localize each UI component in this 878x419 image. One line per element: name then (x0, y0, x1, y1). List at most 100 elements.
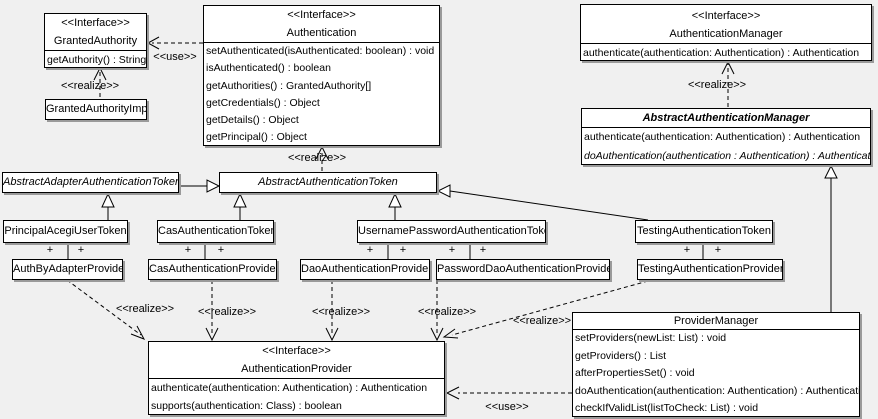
realize-label: <<realize>> (417, 306, 477, 318)
class-name: AbstractAuthenticationManager (642, 112, 810, 124)
class-header: AbstractAuthenticationManager (582, 109, 870, 128)
class-name: UsernamePasswordAuthenticationToken (358, 225, 545, 237)
methods-compartment: authenticate(authentication: Authenticat… (149, 379, 444, 415)
class-authentication-manager[interactable]: <<Interface>> AuthenticationManager auth… (580, 4, 872, 61)
method-item: doAuthentication(authentication: Authent… (575, 384, 859, 397)
method-item: getAuthorities() : GrantedAuthority[] (206, 79, 372, 92)
realize-testing-provider (451, 280, 649, 336)
class-name: PrincipalAcegiUserToken (4, 225, 127, 237)
class-header: <<Interface>> AuthenticationProvider (149, 342, 444, 379)
class-authentication-provider[interactable]: <<Interface>> AuthenticationProvider aut… (148, 341, 445, 415)
class-name: Authentication (286, 27, 357, 39)
class-password-dao-authentication-provider[interactable]: PasswordDaoAuthenticationProvider (436, 259, 610, 280)
class-name: PasswordDaoAuthenticationProvider (437, 263, 609, 275)
method-item: getDetails() : Object (206, 114, 299, 127)
method-item: getAuthority() : String (47, 54, 146, 66)
generalization-triangle (824, 164, 838, 179)
class-name: ProviderManager (673, 315, 759, 327)
class-authentication[interactable]: <<Interface>> Authentication setAuthenti… (203, 5, 440, 146)
realize-arrowhead (721, 60, 735, 75)
class-header: <<Interface>> GrantedAuthority (45, 14, 146, 51)
class-dao-authentication-provider[interactable]: DaoAuthenticationProvider (300, 259, 430, 280)
method-item: getCredentials() : Object (206, 96, 320, 109)
realize-arrowhead (315, 145, 329, 160)
class-granted-authority-impl[interactable]: GrantedAuthorityImpl (45, 99, 147, 120)
generalization-triangle (206, 179, 221, 193)
class-testing-authentication-token[interactable]: TestingAuthenticationToken (635, 220, 773, 243)
association-plus-marker: + (479, 244, 487, 256)
class-header: <<Interface>> AuthenticationManager (581, 5, 871, 44)
class-name: CasAuthenticationToken (158, 225, 273, 237)
stereotype-label: <<Interface>> (691, 10, 761, 22)
method-item: authenticate(authentication: Authenticat… (583, 47, 860, 59)
realize-arrowhead (130, 325, 146, 340)
class-name: GrantedAuthorityImpl (46, 103, 146, 115)
use-arrowhead (445, 386, 460, 400)
association-plus-marker: + (683, 244, 691, 256)
method-item: getPrincipal() : Object (206, 131, 307, 144)
realize-label: <<realize>> (512, 315, 572, 327)
class-name: AbstractAuthenticationToken (258, 176, 398, 188)
class-name: AbstractAdapterAuthenticationToken (3, 176, 178, 188)
class-auth-by-adapter-provider[interactable]: AuthByAdapterProvider (12, 259, 123, 280)
method-item: authenticate(authentication: Authenticat… (584, 131, 861, 143)
class-header: <<Interface>> Authentication (204, 6, 439, 43)
realize-arrowhead (205, 327, 219, 342)
use-arrowhead (146, 36, 160, 50)
realize-label: <<realize>> (60, 80, 120, 92)
class-granted-authority[interactable]: <<Interface>> GrantedAuthority getAuthor… (44, 13, 147, 68)
class-name: TestingAuthenticationProvider (638, 263, 782, 275)
method-item: isAuthenticated() : boolean (206, 62, 331, 75)
generalization-testing-token (449, 190, 649, 221)
generalization-triangle (388, 192, 402, 208)
generalization-triangle (101, 192, 115, 208)
class-abstract-authentication-token[interactable]: AbstractAuthenticationToken (219, 172, 437, 193)
class-testing-authentication-provider[interactable]: TestingAuthenticationProvider (637, 259, 783, 280)
method-item: afterPropertiesSet() : void (575, 367, 695, 380)
method-item: authenticate(authentication: Authenticat… (151, 382, 428, 394)
class-name: DaoAuthenticationProvider (301, 263, 429, 275)
association-plus-marker: + (46, 244, 54, 256)
realize-arrowhead (93, 66, 107, 81)
class-name: AuthenticationProvider (241, 363, 352, 375)
generalization-triangle (233, 192, 247, 208)
association-plus-marker: + (217, 244, 225, 256)
methods-compartment: setProviders(newList: List) : void getPr… (573, 330, 859, 418)
association-plus-marker: + (366, 244, 374, 256)
class-name: AuthenticationManager (669, 28, 783, 40)
class-cas-authentication-token[interactable]: CasAuthenticationToken (157, 220, 274, 243)
realize-arrowhead (325, 327, 339, 342)
class-provider-manager[interactable]: ProviderManager setProviders(newList: Li… (572, 312, 860, 417)
association-plus-marker: + (714, 244, 722, 256)
realize-label: <<realize>> (197, 306, 257, 318)
method-item: setAuthenticated(isAuthenticated: boolea… (206, 45, 435, 57)
realize-label: <<realize>> (687, 79, 747, 91)
method-item: checkIfValidList(listToCheck: List) : vo… (575, 402, 759, 415)
class-principal-acegi-user-token[interactable]: PrincipalAcegiUserToken (3, 220, 128, 243)
class-abstract-adapter-authentication-token[interactable]: AbstractAdapterAuthenticationToken (2, 172, 179, 193)
realize-label: <<realize>> (287, 152, 347, 164)
method-item: supports(authentication: Class) : boolea… (151, 400, 342, 412)
generalization-triangle (436, 184, 451, 198)
stereotype-label: <<Interface>> (61, 17, 130, 29)
method-item: getProviders() : List (575, 349, 667, 362)
methods-compartment: setAuthenticated(isAuthenticated: boolea… (204, 43, 439, 147)
class-username-password-authentication-token[interactable]: UsernamePasswordAuthenticationToken (357, 220, 546, 243)
method-item: setProviders(newList: List) : void (575, 332, 727, 344)
class-cas-authentication-provider[interactable]: CasAuthenticationProvider (148, 259, 277, 280)
class-name: CasAuthenticationProvider (149, 263, 276, 275)
method-item: doAuthentication(authentication : Authen… (584, 149, 870, 162)
stereotype-label: <<Interface>> (262, 345, 331, 357)
use-label: <<use>> (153, 51, 197, 63)
class-name: GrantedAuthority (53, 35, 138, 47)
association-plus-marker: + (399, 244, 407, 256)
class-name: AuthByAdapterProvider (13, 263, 122, 275)
class-abstract-authentication-manager[interactable]: AbstractAuthenticationManager authentica… (581, 108, 871, 165)
class-header: ProviderManager (573, 313, 859, 330)
association-plus-marker: + (448, 244, 456, 256)
realize-arrowhead (442, 328, 459, 339)
realize-arrowhead (430, 327, 444, 342)
stereotype-label: <<Interface>> (287, 9, 356, 21)
